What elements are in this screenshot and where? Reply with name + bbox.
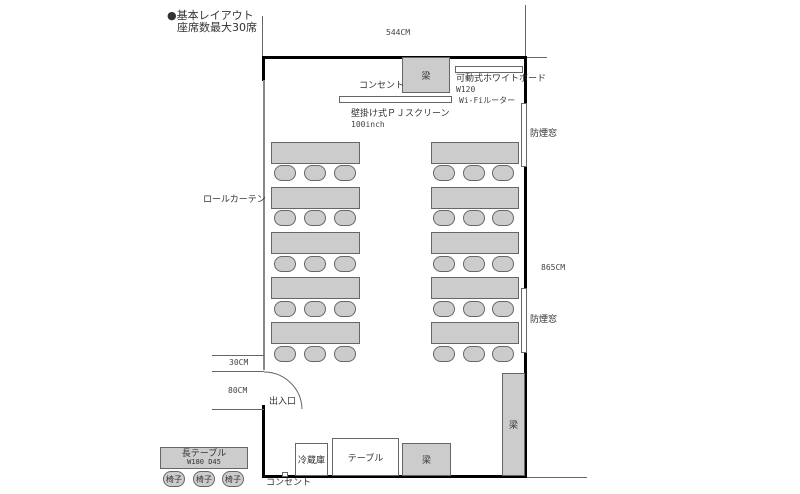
chair[interactable] [492, 210, 514, 226]
chair[interactable] [433, 165, 455, 181]
chair[interactable] [334, 210, 356, 226]
chair[interactable] [304, 165, 326, 181]
chair[interactable] [492, 301, 514, 317]
desk[interactable] [271, 187, 360, 209]
window-lower-label: 防煙窓 [530, 315, 558, 325]
chair[interactable] [274, 301, 296, 317]
wall-left-bottom [262, 405, 265, 478]
entrance-label[interactable]: 出入口 [269, 397, 297, 407]
dimension-line-left [262, 16, 263, 56]
outlet-top-label: コンセント [359, 81, 405, 91]
chair[interactable] [274, 256, 296, 272]
height-dimension: 865CM [541, 263, 566, 272]
chair[interactable] [463, 346, 485, 362]
desk[interactable] [431, 187, 519, 209]
desk[interactable] [271, 232, 360, 254]
chair[interactable] [492, 256, 514, 272]
door-width-dimension: 80CM [228, 386, 248, 395]
chair[interactable] [304, 346, 326, 362]
wall-top [262, 56, 527, 59]
chair[interactable] [334, 346, 356, 362]
chair[interactable] [492, 346, 514, 362]
refrigerator: 冷蔵庫 [295, 443, 328, 476]
side-table: テーブル [332, 438, 399, 476]
legend-long-table: 長テーブル W180 D45 [160, 447, 248, 469]
screen-size: 100inch [351, 120, 385, 129]
desk[interactable] [271, 322, 360, 344]
chair[interactable] [463, 165, 485, 181]
chair[interactable] [304, 301, 326, 317]
legend-chair: 椅子 [193, 471, 215, 487]
beam-right: 梁 [502, 373, 525, 476]
whiteboard-label: 可動式ホワイトボード [456, 74, 547, 84]
chair[interactable] [433, 346, 455, 362]
beam-bottom: 梁 [402, 443, 451, 476]
roll-curtain-line [263, 80, 265, 370]
chair[interactable] [334, 165, 356, 181]
chair[interactable] [334, 256, 356, 272]
desk[interactable] [271, 142, 360, 164]
screen-label: 壁掛け式ＰＪスクリーン [351, 109, 450, 119]
chair[interactable] [274, 165, 296, 181]
dimension-tick-top [527, 57, 547, 58]
width-dimension: 544CM [386, 28, 411, 37]
desk[interactable] [431, 322, 519, 344]
whiteboard-size: W120 [456, 85, 476, 94]
door-dim-line-2 [212, 371, 264, 372]
legend-long-table-size: W180 D45 [187, 457, 221, 466]
desk[interactable] [431, 277, 519, 299]
chair[interactable] [433, 256, 455, 272]
chair[interactable] [463, 256, 485, 272]
outlet-bottom-label: コンセント [266, 478, 312, 488]
layout-title: ●基本レイアウト [167, 9, 254, 22]
outlet-icon [282, 472, 288, 477]
chair[interactable] [274, 346, 296, 362]
chair[interactable] [433, 210, 455, 226]
wall-left-top [262, 56, 265, 81]
chair[interactable] [463, 210, 485, 226]
desk[interactable] [431, 142, 519, 164]
chair[interactable] [463, 301, 485, 317]
door-dim-line-3 [212, 409, 264, 410]
seat-capacity: 座席数最大30席 [177, 21, 257, 34]
whiteboard [455, 66, 523, 73]
window-upper-label: 防煙窓 [530, 129, 558, 139]
chair[interactable] [492, 165, 514, 181]
door-dim-line-1 [212, 355, 264, 356]
legend-chair: 椅子 [163, 471, 185, 487]
wall-right [524, 56, 527, 478]
projector-screen [339, 96, 452, 103]
desk[interactable] [431, 232, 519, 254]
chair[interactable] [304, 210, 326, 226]
chair[interactable] [274, 210, 296, 226]
door-offset-dimension: 30CM [229, 358, 249, 367]
roll-curtain-label: ロールカーテン [203, 195, 266, 205]
chair[interactable] [304, 256, 326, 272]
legend-chair: 椅子 [222, 471, 244, 487]
chair[interactable] [334, 301, 356, 317]
dimension-tick-bottom [527, 477, 587, 478]
door-swing-icon [264, 371, 303, 410]
smoke-window-lower [521, 288, 527, 353]
desk[interactable] [271, 277, 360, 299]
wifi-router-label: Wi-Fiルーター [459, 96, 516, 105]
legend-long-table-label: 長テーブル [181, 448, 227, 459]
chair[interactable] [433, 301, 455, 317]
beam-top: 梁 [402, 57, 450, 93]
dimension-line-right [525, 5, 526, 57]
wall-bottom [262, 475, 527, 478]
smoke-window-upper [521, 103, 527, 167]
